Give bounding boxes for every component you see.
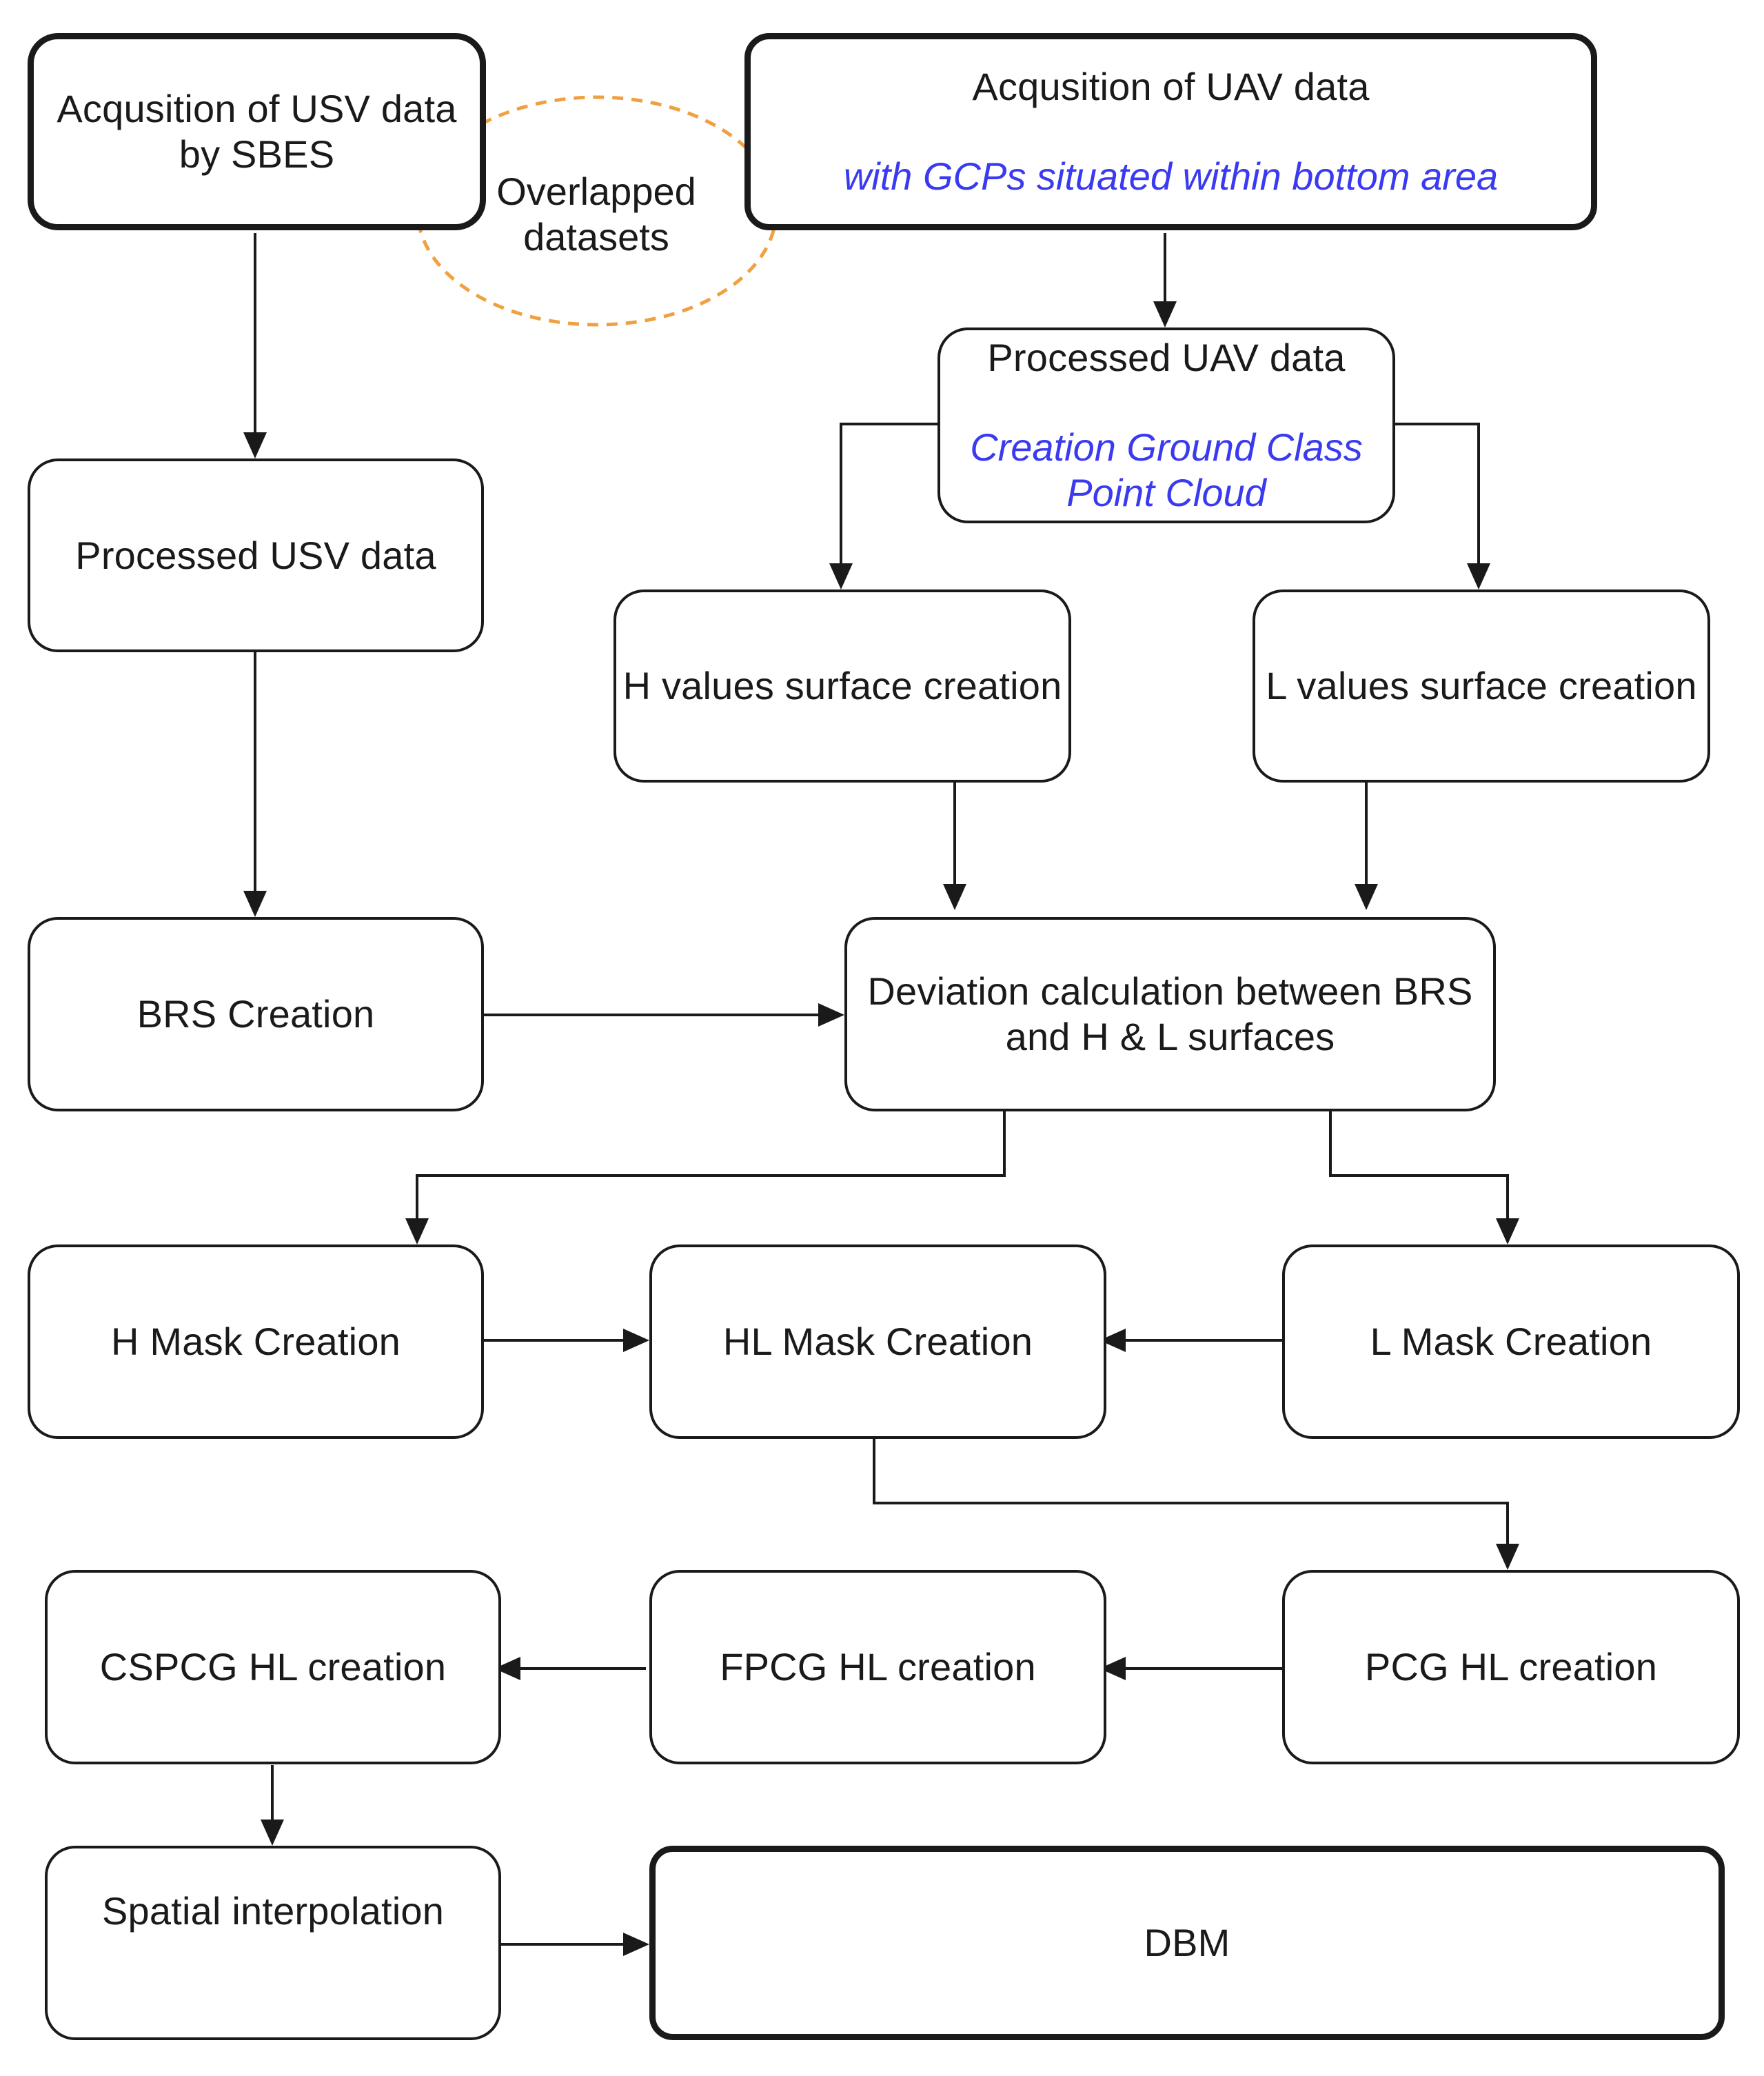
arrowhead: [829, 563, 853, 589]
node-hl-mask-label: HL Mask Creation: [722, 1320, 1033, 1363]
node-usv-processed-label: Processed USV data: [75, 533, 436, 577]
arrowhead: [1355, 884, 1378, 910]
node-l-mask-label: L Mask Creation: [1370, 1320, 1652, 1363]
arrowhead: [1099, 1329, 1126, 1352]
arrowhead: [1099, 1657, 1126, 1680]
edge-uav-proc-to-h-surface: [840, 423, 937, 583]
edge-deviation-to-h-mask: [416, 1110, 1006, 1238]
arrowhead: [1496, 1544, 1519, 1570]
arrowhead: [818, 1003, 844, 1027]
node-cspcg-label: CSPCG HL creation: [99, 1645, 447, 1689]
node-l-mask: L Mask Creation: [1282, 1244, 1740, 1439]
arrowhead: [405, 1218, 429, 1244]
arrowhead: [623, 1329, 649, 1352]
node-dbm: DBM: [649, 1846, 1725, 2040]
arrowhead: [623, 1933, 649, 1956]
node-uav-acquisition: Acqusition of UAV data with GCPs situate…: [744, 33, 1597, 230]
node-usv-acquisition: Acqusition of USV data by SBES: [28, 33, 486, 230]
node-uav-processed-label: Processed UAV data: [987, 336, 1346, 379]
node-spatial-interpolation: Spatial interpolation: [45, 1846, 501, 2040]
edge-deviation-to-l-mask: [1329, 1110, 1509, 1238]
node-cspcg: CSPCG HL creation: [45, 1570, 501, 1764]
node-brs: BRS Creation: [28, 917, 484, 1111]
node-uav-acquisition-note: with GCPs situated within bottom area: [843, 154, 1499, 198]
node-h-surface-label: H values surface creation: [622, 664, 1062, 707]
node-h-surface: H values surface creation: [614, 589, 1071, 783]
arrowhead: [494, 1657, 520, 1680]
node-h-mask-label: H Mask Creation: [110, 1320, 401, 1363]
node-dbm-label: DBM: [1144, 1921, 1230, 1964]
node-deviation-label: Deviation calculation between BRS and H …: [867, 969, 1473, 1058]
edge-hl-mask-to-pcg: [873, 1439, 1509, 1563]
node-spatial-interpolation-label: Spatial interpolation: [101, 1889, 445, 1933]
arrowhead: [1467, 563, 1490, 589]
node-pcg: PCG HL creation: [1282, 1570, 1740, 1764]
arrowhead: [1496, 1218, 1519, 1244]
node-pcg-label: PCG HL creation: [1364, 1645, 1658, 1689]
node-usv-acquisition-label: Acqusition of USV data by SBES: [57, 87, 457, 176]
arrowhead: [1153, 301, 1177, 327]
arrowhead: [243, 432, 267, 458]
overlap-label: Overlapped datasets: [496, 170, 696, 259]
node-l-surface-label: L values surface creation: [1266, 664, 1697, 707]
node-hl-mask: HL Mask Creation: [649, 1244, 1106, 1439]
node-fpcg-label: FPCG HL creation: [720, 1645, 1036, 1689]
node-fpcg: FPCG HL creation: [649, 1570, 1106, 1764]
node-brs-label: BRS Creation: [136, 992, 375, 1036]
node-usv-processed: Processed USV data: [28, 458, 484, 652]
node-uav-processed: Processed UAV data Creation Ground Class…: [937, 327, 1395, 523]
node-uav-processed-note: Creation Ground Class Point Cloud: [970, 425, 1363, 514]
arrowhead: [261, 1820, 284, 1846]
arrowhead: [943, 884, 966, 910]
node-deviation: Deviation calculation between BRS and H …: [844, 917, 1496, 1111]
node-l-surface: L values surface creation: [1253, 589, 1710, 783]
node-uav-acquisition-label: Acqusition of UAV data: [972, 65, 1370, 108]
node-h-mask: H Mask Creation: [28, 1244, 484, 1439]
arrowhead: [243, 891, 267, 917]
edge-uav-proc-to-l-surface: [1395, 423, 1480, 583]
